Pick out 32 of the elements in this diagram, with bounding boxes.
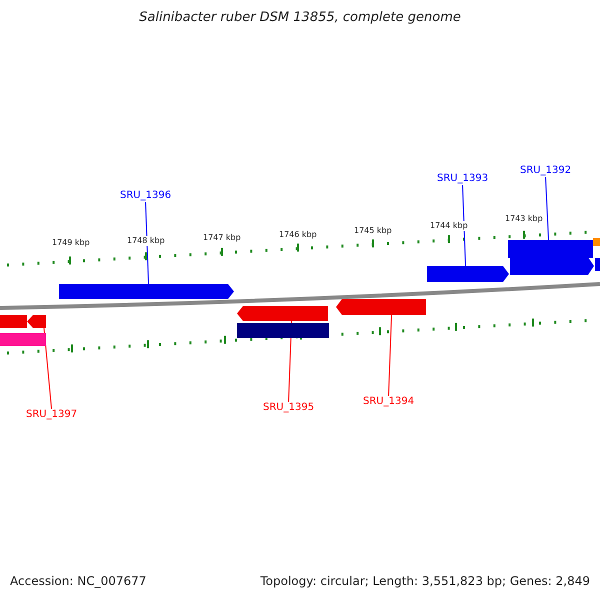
gene-feature	[237, 306, 328, 321]
leader-line	[288, 320, 292, 402]
genome-stats: Topology: circular; Length: 3,551,823 bp; Genes: 2,849	[260, 574, 590, 588]
gene-label: SRU_1394	[363, 396, 414, 408]
leader-line	[388, 314, 392, 396]
title: Salinibacter ruber DSM 13855, complete genome	[138, 10, 462, 25]
gene-feature	[59, 284, 234, 299]
scale-label: 1748 kbp	[127, 236, 165, 246]
leader-line	[145, 202, 150, 284]
gene-block	[508, 240, 593, 258]
scale-label: 1743 kbp	[505, 214, 543, 224]
gene-feature	[336, 299, 426, 315]
gene-block	[593, 238, 600, 246]
scale-label: 1745 kbp	[354, 226, 392, 236]
scale-label: 1749 kbp	[52, 238, 90, 248]
accession-text: Accession: NC_007677	[10, 574, 146, 588]
gene-feature	[27, 315, 46, 328]
leader-line	[462, 184, 466, 266]
leader-line	[545, 176, 550, 240]
leader-line	[44, 328, 52, 410]
scale-label: 1747 kbp	[203, 233, 241, 243]
gene-label: SRU_1397	[26, 409, 78, 421]
scale-label: 1746 kbp	[279, 230, 317, 240]
gene-label: SRU_1396	[120, 190, 172, 202]
gene-label: SRU_1392	[520, 165, 572, 177]
gene-feature	[427, 266, 509, 282]
gene-block	[0, 315, 27, 328]
gene-label: SRU_1393	[437, 173, 488, 185]
gene-block	[0, 333, 46, 346]
gene-block	[237, 323, 329, 338]
gene-label: SRU_1395	[263, 402, 314, 414]
scale-label: 1744 kbp	[430, 221, 468, 231]
